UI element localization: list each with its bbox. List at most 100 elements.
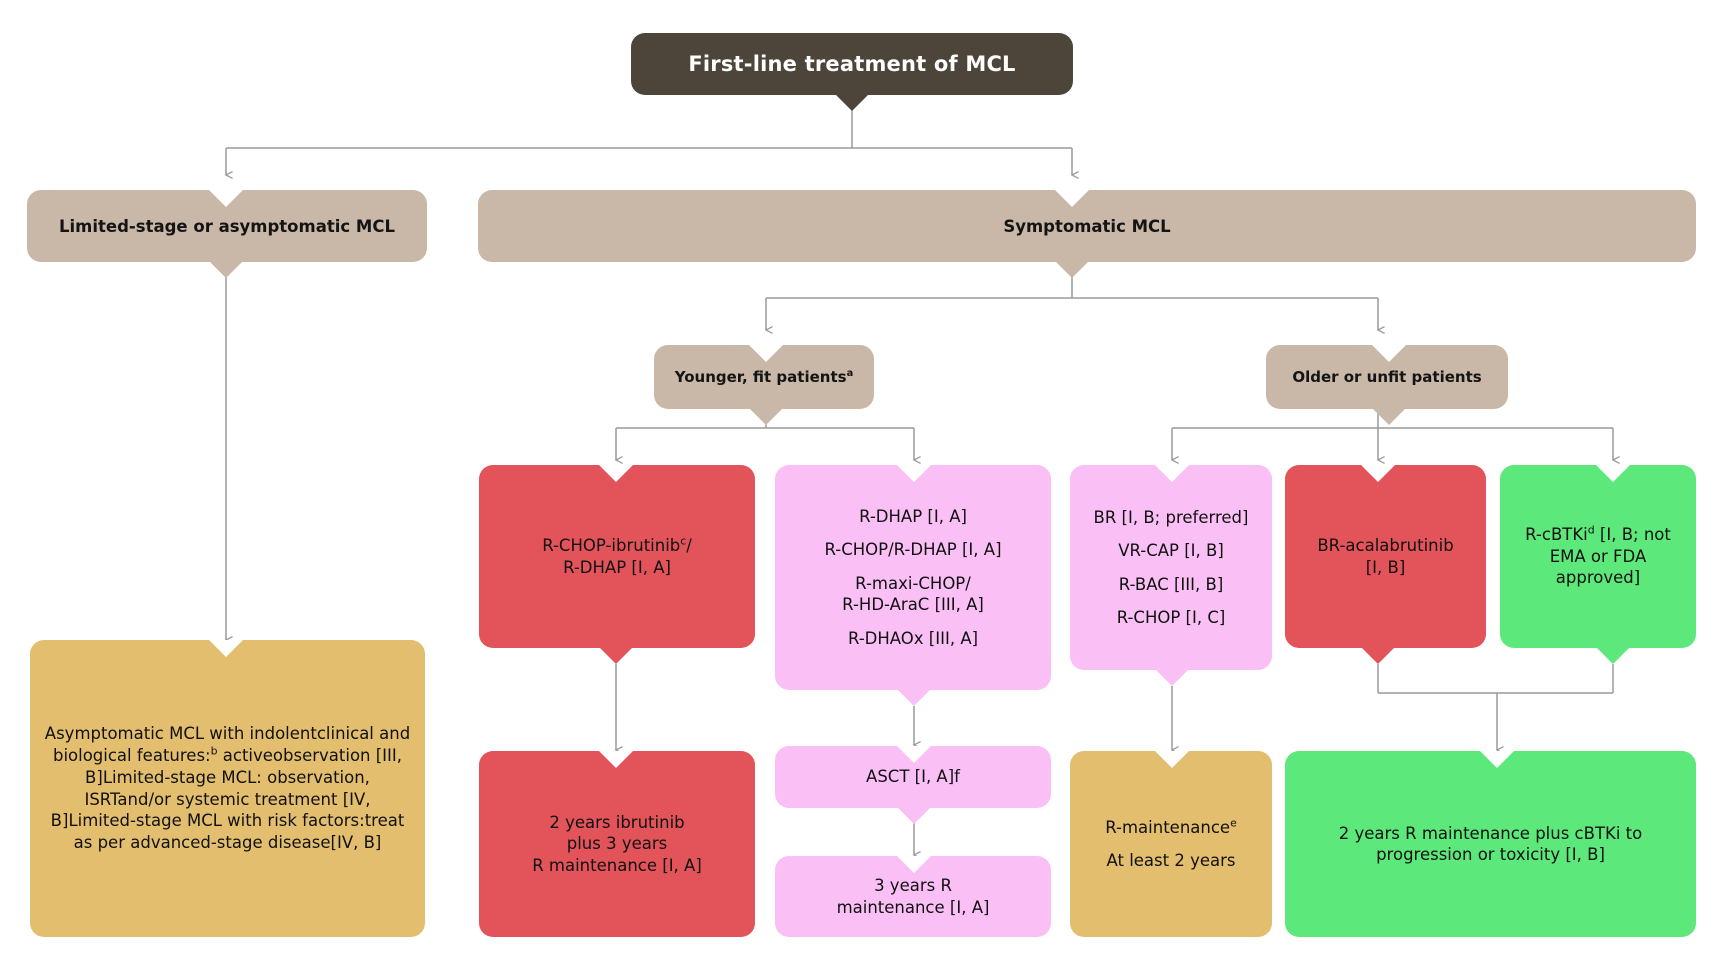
text-line: At least 2 years: [1106, 851, 1236, 870]
text-line: [IV, B]: [330, 833, 382, 853]
text-line: R-CHOP-ibrutinibc/: [542, 534, 692, 556]
text-line: R-maintenancee: [1105, 816, 1237, 837]
footnote-marker: d: [1587, 523, 1595, 537]
text-line: treat as per advanced-stage disease: [73, 811, 405, 853]
node-br-acalabrutinib[interactable]: BR-acalabrutinib[I, B]: [1285, 465, 1486, 664]
text-line: R-HD-AraC [III, A]: [842, 595, 984, 615]
text-line: plus 3 years: [566, 834, 668, 854]
text-line: 2 years ibrutinib: [549, 812, 685, 832]
node-limited-stage-label: Limited-stage or asymptomatic MCL: [59, 216, 395, 236]
node-asct-text: ASCT [I, A]f: [775, 766, 1051, 787]
text-line: BR [I, B; preferred]: [1093, 507, 1249, 527]
node-br-group-body: [1070, 465, 1272, 670]
node-rdhap-group-text: R-DHAP [I, A] R-CHOP/R-DHAP [I, A] R-maxi-…: [775, 506, 1051, 649]
node-younger-fit-label: Younger, fit patientsa: [654, 368, 874, 386]
node-rchop-ibrutinib-text: R-CHOP-ibrutinibc/R-DHAP [I, A]: [479, 535, 755, 578]
text-line: BR-acalabrutinib: [1317, 536, 1454, 556]
text-line: clinical and biological features:b activ…: [52, 723, 411, 765]
node-root-tail: [835, 94, 869, 111]
node-r-maintenance-body: [1070, 751, 1272, 937]
footnote-marker: e: [1230, 816, 1237, 830]
text-gap: [1082, 595, 1260, 607]
node-r-maintenance[interactable]: R-maintenancee At least 2 years: [1070, 751, 1272, 937]
node-symptomatic[interactable]: Symptomatic MCL: [478, 190, 1696, 278]
node-root-body: [631, 33, 1073, 95]
node-limited-detail[interactable]: Asymptomatic MCL with indolentclinical a…: [30, 640, 425, 937]
node-asct-tail: [897, 807, 931, 824]
node-br-acalabrutinib-text: BR-acalabrutinib[I, B]: [1285, 535, 1486, 578]
text-line: R-CHOP [I, C]: [1116, 607, 1226, 627]
node-br-group-text: BR [I, B; preferred] VR-CAP [I, B] R-BAC […: [1070, 507, 1272, 629]
node-r-maintenance-text: R-maintenancee At least 2 years: [1070, 817, 1272, 872]
node-two-years-cbtki[interactable]: 2 years R maintenance plus cBTKi to progr…: [1285, 751, 1696, 937]
node-rdhap-group[interactable]: R-DHAP [I, A] R-CHOP/R-DHAP [I, A] R-maxi-…: [775, 465, 1051, 706]
node-two-years-cbtki-body: [1285, 751, 1696, 937]
text-line: Asymptomatic MCL with indolent: [44, 723, 317, 743]
text-line: progression or toxicity [I, B]: [1376, 845, 1605, 864]
text-line: R maintenance [I, A]: [532, 855, 702, 875]
text-line: approved]: [1555, 568, 1641, 588]
node-r-cbtki-body: [1500, 465, 1696, 648]
text-line: EMA or FDA: [1549, 546, 1647, 566]
footnote-marker: c: [680, 534, 687, 548]
node-younger-fit-text: Younger, fit patients: [674, 368, 847, 386]
text-line: Limited-stage MCL: observation, ISRT: [84, 767, 370, 809]
text-line: ASCT [I, A]f: [866, 767, 960, 787]
node-br-group-tail: [1155, 669, 1189, 686]
text-line: [I, B]: [1365, 557, 1406, 577]
node-br-acalabrutinib-body: [1285, 465, 1486, 648]
node-symptomatic-label: Symptomatic MCL: [1003, 216, 1171, 236]
text-line: R-cBTKid [I, B; not: [1525, 523, 1671, 545]
node-younger-fit-tail: [749, 408, 783, 425]
text-line: R-maxi-CHOP/: [855, 573, 971, 593]
text-gap: [787, 616, 1039, 628]
node-limited-stage[interactable]: Limited-stage or asymptomatic MCL: [27, 190, 427, 278]
node-br-acalabrutinib-tail: [1361, 647, 1395, 664]
text-line: R-DHAP [I, A]: [859, 506, 967, 526]
node-younger-fit[interactable]: Younger, fit patientsa: [654, 345, 874, 425]
node-limited-stage-tail: [209, 261, 243, 278]
text-line: Limited-stage MCL with risk factors:: [68, 811, 365, 831]
text-gap: [1082, 838, 1260, 850]
node-two-years-cbtki-text: 2 years R maintenance plus cBTKi to progr…: [1285, 823, 1696, 866]
text-line: R-BAC [III, B]: [1118, 574, 1224, 594]
node-symptomatic-tail: [1055, 261, 1089, 278]
text-line: and/or systemic treatment [IV, B]: [50, 789, 371, 831]
text-line: 2 years R maintenance plus cBTKi to: [1338, 823, 1643, 843]
node-limited-detail-body: [30, 640, 425, 937]
text-line: maintenance [I, A]: [836, 897, 990, 917]
footnote-marker: b: [210, 744, 218, 758]
node-br-group[interactable]: BR [I, B; preferred] VR-CAP [I, B] R-BAC […: [1070, 465, 1272, 686]
text-gap: [787, 527, 1039, 539]
node-rchop-ibrutinib-tail: [599, 647, 633, 664]
node-symptomatic-body: [478, 190, 1696, 262]
node-rdhap-group-body: [775, 465, 1051, 690]
node-asct[interactable]: ASCT [I, A]f: [775, 746, 1051, 824]
node-older-unfit[interactable]: Older or unfit patients: [1266, 345, 1508, 425]
node-r-cbtki-tail: [1596, 647, 1630, 664]
text-gap: [1082, 562, 1260, 574]
text-line: VR-CAP [I, B]: [1118, 541, 1224, 561]
node-younger-fit-footnote: a: [846, 368, 854, 379]
text-line: observation [III, B]: [85, 745, 403, 787]
node-root[interactable]: First-line treatment of MCL: [631, 33, 1073, 111]
node-older-unfit-tail: [1372, 408, 1406, 425]
text-line: R-CHOP/R-DHAP [I, A]: [824, 540, 1002, 560]
node-rchop-ibrutinib-body: [479, 465, 755, 648]
node-rchop-ibrutinib[interactable]: R-CHOP-ibrutinibc/R-DHAP [I, A]: [479, 465, 755, 664]
node-rdhap-group-tail: [897, 689, 931, 706]
node-limited-detail-text: Asymptomatic MCL with indolentclinical a…: [30, 723, 425, 855]
text-line: R-DHAP [I, A]: [563, 557, 671, 577]
text-line: 3 years R: [874, 876, 952, 896]
text-gap: [787, 561, 1039, 573]
node-root-label: First-line treatment of MCL: [688, 52, 1016, 76]
text-gap: [1082, 528, 1260, 540]
node-ibrutinib-maintenance-body: [479, 751, 755, 937]
